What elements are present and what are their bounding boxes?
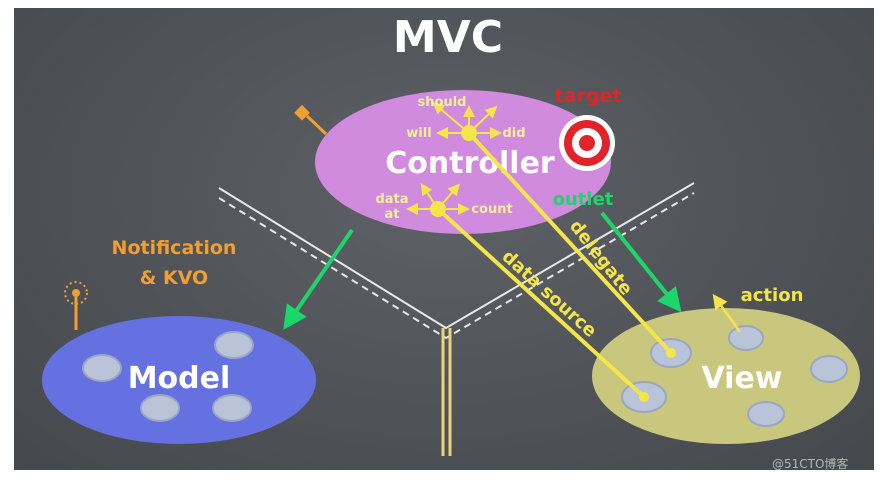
action-arrow (712, 293, 742, 333)
should-label: should (418, 95, 467, 110)
target-label: target (555, 85, 622, 107)
mvc-slide: MVC Controller should will did data at c… (14, 8, 874, 470)
divider-lines (218, 182, 695, 456)
delegate-label: delegate (565, 216, 637, 299)
will-label: will (406, 126, 431, 141)
at-label: at (385, 207, 400, 222)
view-label: View (701, 361, 782, 396)
model-antenna-icon (64, 281, 88, 330)
mvc-diagram: MVC Controller should will did data at c… (42, 12, 860, 456)
kvo-label: & KVO (140, 267, 208, 289)
view-subviews (621, 325, 848, 427)
data-label: data (375, 192, 408, 207)
data-source-line (436, 207, 646, 399)
outlet-label: outlet (553, 189, 614, 210)
model-label: Model (128, 361, 231, 396)
outlet-arrow (600, 211, 682, 313)
diagram-title: MVC (393, 12, 503, 63)
controller-antenna-icon (294, 104, 328, 136)
count-label: count (471, 202, 512, 217)
notification-label: Notification (112, 237, 237, 259)
did-label: did (502, 126, 525, 141)
controller-ellipse (315, 90, 611, 234)
watermark: @51CTO博客 (772, 457, 849, 471)
delegate-line (467, 131, 673, 355)
controller-label: Controller (385, 146, 555, 181)
model-subviews (82, 331, 254, 422)
action-label: action (741, 285, 804, 306)
target-icon (559, 115, 615, 171)
controller-to-model-arrow (283, 228, 354, 330)
